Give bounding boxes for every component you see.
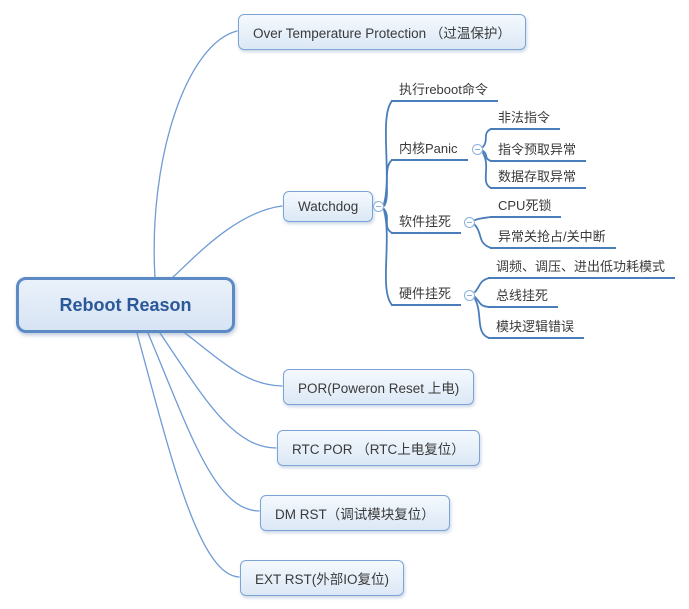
node-watchdog[interactable]: Watchdog [283, 191, 374, 222]
connector [171, 205, 283, 279]
node-exec-reboot[interactable]: 执行reboot命令 [391, 81, 498, 102]
node-illegal-instruction[interactable]: 非法指令 [490, 109, 561, 130]
node-module-logic-error[interactable]: 模块逻辑错误 [488, 318, 585, 339]
connector [136, 332, 240, 578]
collapse-button-hardware-hang[interactable] [464, 290, 475, 301]
node-dvfs-lowpower[interactable]: 调频、调压、进出低功耗模式 [488, 258, 676, 279]
connector [153, 30, 238, 279]
node-por[interactable]: POR(Poweron Reset 上电) [283, 369, 475, 405]
node-cpu-deadlock[interactable]: CPU死锁 [490, 197, 562, 218]
connector [159, 332, 277, 449]
connector [474, 224, 492, 249]
node-preempt-irq-off[interactable]: 异常关抢占/关中断 [490, 228, 616, 249]
connector [482, 152, 492, 189]
node-data-abort[interactable]: 数据存取异常 [490, 168, 587, 189]
node-root[interactable]: Reboot Reason [16, 277, 235, 333]
collapse-button-software-hang[interactable] [464, 217, 475, 228]
connector [383, 100, 393, 205]
node-over-temperature[interactable]: Over Temperature Protection （过温保护） [238, 14, 526, 50]
connector [383, 208, 393, 234]
node-software-hang[interactable]: 软件挂死 [391, 213, 462, 234]
node-hardware-hang[interactable]: 硬件挂死 [391, 285, 462, 306]
connector [147, 332, 260, 512]
connector [474, 298, 490, 339]
node-dm-rst[interactable]: DM RST（调试模块复位） [260, 495, 450, 531]
connector [482, 150, 492, 162]
node-kernel-panic[interactable]: 内核Panic [391, 140, 468, 161]
connector [383, 159, 393, 207]
node-rtc-por[interactable]: RTC POR （RTC上电复位） [277, 430, 480, 466]
connector [474, 296, 490, 308]
connector [184, 332, 283, 387]
connector [482, 128, 492, 148]
collapse-button-watchdog[interactable] [373, 201, 384, 212]
node-ext-rst[interactable]: EXT RST(外部IO复位) [240, 560, 405, 596]
connector [474, 216, 492, 221]
connector [474, 277, 490, 293]
connector [383, 209, 393, 306]
node-prefetch-abort[interactable]: 指令预取异常 [490, 141, 587, 162]
node-bus-hang[interactable]: 总线挂死 [488, 287, 559, 308]
collapse-button-kernel-panic[interactable] [472, 144, 483, 155]
